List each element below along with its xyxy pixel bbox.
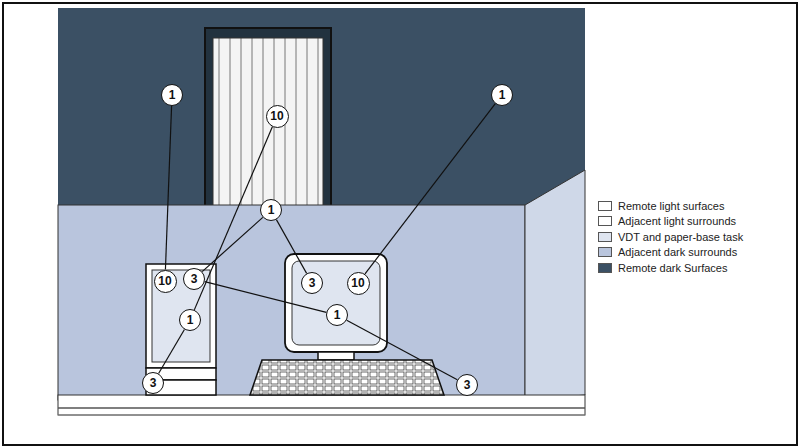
legend-swatch (598, 216, 612, 226)
callout-number: 1 (268, 204, 275, 216)
callout-circle: 1 (491, 84, 513, 106)
desk-top (58, 395, 585, 415)
callout-number: 3 (309, 277, 316, 289)
callout-number: 1 (334, 309, 341, 321)
callout-number: 3 (191, 273, 198, 285)
callout-circle: 3 (142, 372, 164, 394)
monitor-stand (318, 352, 354, 360)
callout-circle: 3 (183, 268, 205, 290)
legend-text: Adjacent dark surrounds (618, 246, 737, 258)
callout-circle: 3 (301, 272, 323, 294)
leader-line (165, 106, 171, 270)
callout-circle: 1 (161, 84, 183, 106)
remote-dark-wall (58, 8, 585, 403)
legend-swatch (598, 247, 612, 257)
legend-text: VDT and paper-base task (618, 231, 743, 243)
callout-circle: 1 (260, 199, 282, 221)
legend-entry: Adjacent light surrounds (598, 214, 743, 230)
callout-number: 3 (464, 379, 471, 391)
desk-edge (58, 407, 585, 409)
legend-entry: Remote dark Surfaces (598, 260, 743, 276)
window-frame (205, 28, 331, 208)
callout-circle: 10 (266, 105, 289, 128)
leader-line (365, 104, 495, 274)
callout-circle: 1 (179, 309, 201, 331)
leader-line (202, 217, 263, 271)
window-blinds (213, 38, 323, 206)
leader-line (276, 220, 306, 274)
desk-edge (58, 415, 585, 416)
keyboard (250, 360, 444, 395)
legend-swatch (598, 263, 612, 273)
callout-circle: 10 (154, 270, 177, 293)
callout-number: 1 (499, 89, 506, 101)
callout-number: 10 (270, 110, 283, 122)
side-partition (525, 170, 585, 400)
callout-circle: 10 (347, 272, 370, 295)
frame (3, 3, 797, 445)
callout-number: 1 (169, 89, 176, 101)
callout-number: 1 (187, 314, 194, 326)
legend-text: Remote dark Surfaces (618, 262, 727, 274)
leader-line (159, 329, 185, 373)
callout-circle: 3 (456, 374, 478, 396)
cubicle-partition (58, 205, 525, 400)
monitor-housing (285, 254, 387, 352)
legend-entry: Adjacent dark surrounds (598, 245, 743, 261)
callout-number: 10 (158, 275, 171, 287)
legend-text: Remote light surfaces (618, 200, 724, 212)
document-holder (146, 264, 216, 368)
legend-swatch (598, 232, 612, 242)
callout-number: 10 (351, 277, 364, 289)
monitor-screen (292, 261, 380, 345)
legend-text: Adjacent light surrounds (618, 215, 736, 227)
leader-line (347, 320, 458, 380)
callout-number: 3 (150, 377, 157, 389)
callout-circle: 1 (326, 304, 348, 326)
legend-entry: Remote light surfaces (598, 198, 743, 214)
legend-swatch (598, 201, 612, 211)
legend-entry: VDT and paper-base task (598, 229, 743, 245)
